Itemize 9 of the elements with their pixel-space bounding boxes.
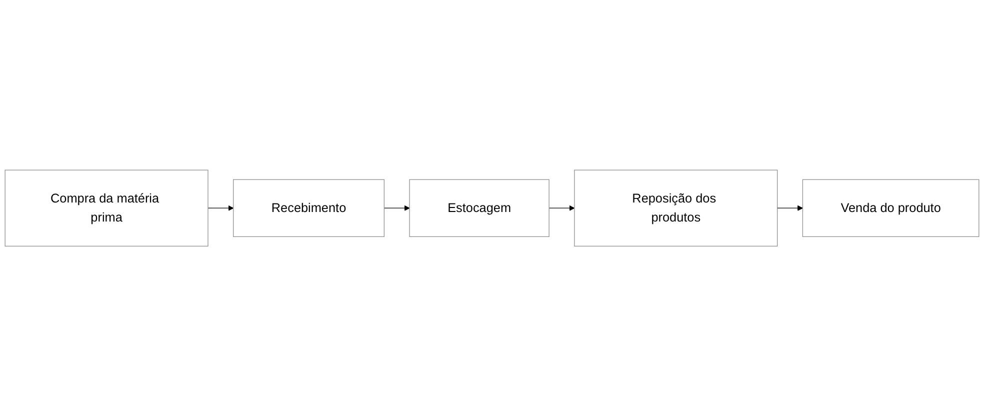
- node-box: Estocagem: [409, 179, 550, 237]
- arrow: [208, 205, 234, 211]
- arrow: [777, 205, 803, 211]
- arrow: [384, 205, 410, 211]
- node-box: Recebimento: [233, 179, 384, 237]
- node-box: Venda do produto: [802, 179, 980, 237]
- node-box: Reposição dos produtos: [574, 170, 778, 246]
- node-box: Compra da matéria prima: [4, 170, 208, 246]
- arrow: [548, 205, 575, 211]
